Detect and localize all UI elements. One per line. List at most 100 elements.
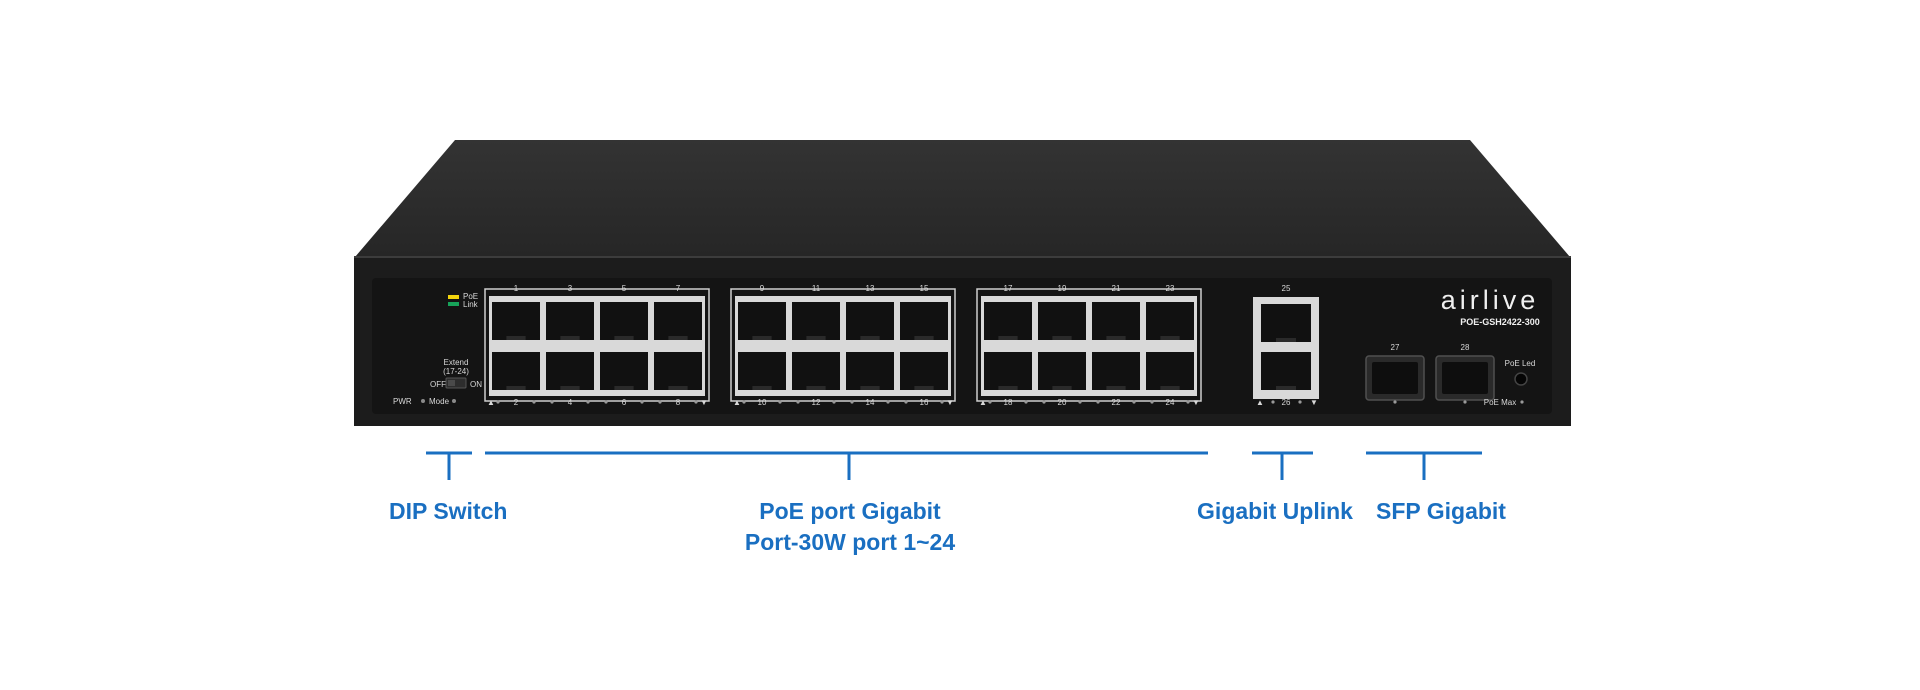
dip-switch-callout-text: DIP Switch xyxy=(389,498,508,524)
rj45-port-14[interactable] xyxy=(846,352,894,390)
poe-legend-led xyxy=(448,295,459,299)
rj45-port-3[interactable] xyxy=(546,302,594,340)
model-number: POE-GSH2422-300 xyxy=(1460,317,1540,327)
gigabit-uplink-callout-text: Gigabit Uplink xyxy=(1197,498,1353,524)
poe-max-led xyxy=(1520,400,1524,404)
rj45-jack xyxy=(738,352,786,390)
port-number-top: 21 xyxy=(1112,284,1121,293)
port-number-bottom: 4 xyxy=(568,398,573,407)
led-up-arrow: ▲ xyxy=(487,398,495,407)
port-led xyxy=(796,400,800,404)
rj45-port-22[interactable] xyxy=(1092,352,1140,390)
port-led xyxy=(1078,400,1082,404)
rj45-jack xyxy=(1261,352,1311,390)
dip-label-extend: Extend xyxy=(444,358,469,367)
port-number-bottom: 18 xyxy=(1004,398,1013,407)
rj45-port-1[interactable] xyxy=(492,302,540,340)
sfp-port-number-28: 28 xyxy=(1461,343,1470,352)
rj45-port-26[interactable] xyxy=(1261,352,1311,390)
rj45-jack xyxy=(1092,352,1140,390)
rj45-jack xyxy=(1038,302,1086,340)
rj45-port-8[interactable] xyxy=(654,352,702,390)
port-led xyxy=(940,400,944,404)
uplink-led xyxy=(1271,400,1275,404)
rj45-port-17[interactable] xyxy=(984,302,1032,340)
port-number-top: 17 xyxy=(1004,284,1013,293)
port-led xyxy=(1132,400,1136,404)
rj45-jack xyxy=(1092,302,1140,340)
port-led xyxy=(586,400,590,404)
rj45-jack xyxy=(984,352,1032,390)
callout-bracket-sfp xyxy=(1366,451,1482,480)
dip-label-range: (17-24) xyxy=(443,367,469,376)
port-number-bottom: 12 xyxy=(812,398,821,407)
led-down-arrow: ▼ xyxy=(700,398,708,407)
port-led xyxy=(640,400,644,404)
rj45-port-9[interactable] xyxy=(738,302,786,340)
poe-ports-callout-line2: Port-30W port 1~24 xyxy=(744,529,956,555)
rj45-port-5[interactable] xyxy=(600,302,648,340)
rj45-latch xyxy=(1106,386,1126,390)
rj45-port-25[interactable] xyxy=(1261,304,1311,342)
rj45-latch xyxy=(914,336,934,340)
port-number-top: 1 xyxy=(514,284,519,293)
rj45-latch xyxy=(752,336,772,340)
rj45-jack xyxy=(600,302,648,340)
rj45-port-6[interactable] xyxy=(600,352,648,390)
rj45-latch xyxy=(860,336,880,340)
rj45-jack xyxy=(738,302,786,340)
rj45-latch xyxy=(506,336,526,340)
rj45-latch xyxy=(614,386,634,390)
port-led xyxy=(496,400,500,404)
poe-led-button[interactable] xyxy=(1514,372,1528,386)
rj45-port-16[interactable] xyxy=(900,352,948,390)
rj45-port-7[interactable] xyxy=(654,302,702,340)
rj45-port-12[interactable] xyxy=(792,352,840,390)
led-down-arrow: ▼ xyxy=(946,398,954,407)
rj45-port-4[interactable] xyxy=(546,352,594,390)
rj45-port-23[interactable] xyxy=(1146,302,1194,340)
dip-off-label: OFF xyxy=(430,380,446,389)
rj45-latch xyxy=(806,336,826,340)
port-number-bottom: 16 xyxy=(920,398,929,407)
callout-bracket-poe xyxy=(485,451,1208,480)
rj45-port-10[interactable] xyxy=(738,352,786,390)
port-number-top: 9 xyxy=(760,284,765,293)
rj45-port-18[interactable] xyxy=(984,352,1032,390)
sfp-gigabit-callout-text: SFP Gigabit xyxy=(1376,498,1506,524)
rj45-port-15[interactable] xyxy=(900,302,948,340)
rj45-port-19[interactable] xyxy=(1038,302,1086,340)
port-group-frame xyxy=(976,288,1202,402)
rj45-jack xyxy=(900,352,948,390)
pwr-led xyxy=(421,399,425,403)
rj45-port-24[interactable] xyxy=(1146,352,1194,390)
rj45-port-13[interactable] xyxy=(846,302,894,340)
rj45-jack xyxy=(600,352,648,390)
port-number-top: 19 xyxy=(1058,284,1067,293)
mode-button-led[interactable] xyxy=(452,399,456,403)
rj45-latch xyxy=(1052,386,1072,390)
port-led xyxy=(1096,400,1100,404)
poe-legend-label: PoE xyxy=(463,292,478,301)
rj45-latch xyxy=(1160,386,1180,390)
port-number-top: 3 xyxy=(568,284,573,293)
rj45-latch xyxy=(1160,336,1180,340)
rj45-jack xyxy=(546,352,594,390)
rj45-latch xyxy=(914,386,934,390)
led-up-arrow: ▲ xyxy=(733,398,741,407)
rj45-port-2[interactable] xyxy=(492,352,540,390)
rj45-latch xyxy=(1106,336,1126,340)
uplink-port-number-top: 25 xyxy=(1282,284,1291,293)
rj45-port-21[interactable] xyxy=(1092,302,1140,340)
rj45-jack xyxy=(1038,352,1086,390)
link-legend-led xyxy=(448,302,459,306)
rj45-port-20[interactable] xyxy=(1038,352,1086,390)
rj45-port-11[interactable] xyxy=(792,302,840,340)
port-number-bottom: 20 xyxy=(1058,398,1067,407)
rj45-jack xyxy=(846,302,894,340)
uplink-port-number-bottom: 26 xyxy=(1282,398,1291,407)
sfp-gigabit-callout: SFP Gigabit xyxy=(1373,496,1509,527)
dip-switch-callout: DIP Switch xyxy=(389,496,508,527)
port-led xyxy=(832,400,836,404)
port-number-top: 11 xyxy=(812,284,821,293)
